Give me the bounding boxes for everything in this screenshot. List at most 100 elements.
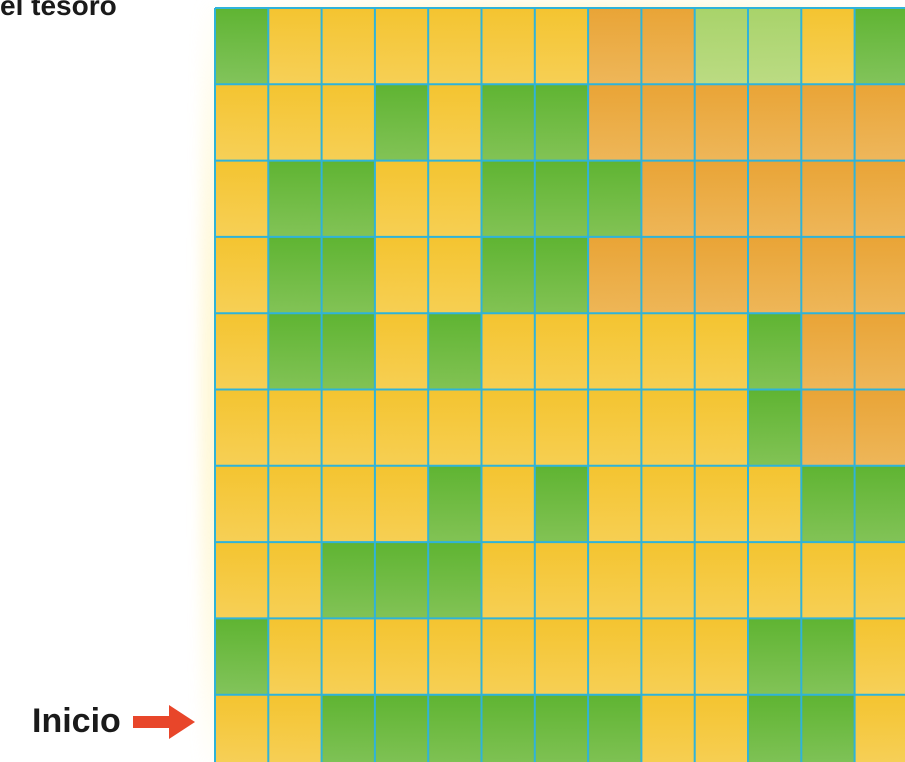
map-cell <box>854 694 905 762</box>
map-cell <box>374 160 429 237</box>
map-cell <box>268 160 322 237</box>
start-marker: Inicio <box>32 702 195 741</box>
map-cell <box>481 236 535 314</box>
map-cell <box>321 694 375 762</box>
map-cell <box>321 84 375 161</box>
map-cell <box>534 694 589 762</box>
map-cell <box>481 465 535 543</box>
map-cell <box>321 542 375 619</box>
map-cell <box>374 313 429 390</box>
map-cell <box>268 8 322 85</box>
map-cell <box>534 465 589 543</box>
map-cell <box>748 313 802 390</box>
map-cell <box>854 84 905 161</box>
map-cell <box>748 236 802 314</box>
map-cell <box>854 313 905 390</box>
map-cell <box>641 542 695 619</box>
map-cell <box>321 313 375 390</box>
map-cell <box>268 542 322 619</box>
map-cell <box>215 542 269 619</box>
map-cell <box>428 8 482 85</box>
map-cell <box>428 694 482 762</box>
map-cell <box>481 84 535 161</box>
map-cell <box>748 694 802 762</box>
map-cell <box>694 618 748 695</box>
map-cell <box>374 465 429 543</box>
map-cell <box>641 465 695 543</box>
map-cell <box>321 618 375 695</box>
map-cell <box>641 160 695 237</box>
map-cell <box>374 389 429 466</box>
map-cell <box>374 84 429 161</box>
map-cell <box>481 694 535 762</box>
map-cell <box>854 465 905 543</box>
map-cell <box>374 236 429 314</box>
map-cell <box>428 84 482 161</box>
map-cell <box>854 160 905 237</box>
map-cell <box>801 160 855 237</box>
map-cell <box>748 8 802 85</box>
map-cell <box>748 84 802 161</box>
map-cell <box>534 236 589 314</box>
map-cell <box>801 236 855 314</box>
map-cell <box>588 84 642 161</box>
map-cell <box>215 84 269 161</box>
map-cell <box>215 236 269 314</box>
map-cell <box>481 618 535 695</box>
map-cell <box>694 465 748 543</box>
map-cell <box>801 694 855 762</box>
page-title: el tesoro <box>0 0 117 21</box>
map-cell <box>694 236 748 314</box>
map-cell <box>641 8 695 85</box>
map-cell <box>588 694 642 762</box>
map-cell <box>694 84 748 161</box>
map-cell <box>748 389 802 466</box>
map-cell <box>854 8 905 85</box>
map-cell <box>694 694 748 762</box>
map-cell <box>481 160 535 237</box>
map-cell <box>481 542 535 619</box>
map-cell <box>588 8 642 85</box>
map-cell <box>694 160 748 237</box>
map-cell <box>748 160 802 237</box>
map-cell <box>215 389 269 466</box>
map-cell <box>321 236 375 314</box>
map-cell <box>374 694 429 762</box>
map-cell <box>428 618 482 695</box>
map-cell <box>801 542 855 619</box>
map-cell <box>748 618 802 695</box>
map-cell <box>428 389 482 466</box>
map-cell <box>641 236 695 314</box>
map-cell <box>215 8 269 85</box>
map-cell <box>215 313 269 390</box>
map-cell <box>481 313 535 390</box>
map-cell <box>534 313 589 390</box>
map-cell <box>854 542 905 619</box>
map-cell <box>321 8 375 85</box>
map-cell <box>588 465 642 543</box>
map-cell <box>534 84 589 161</box>
map-cell <box>428 313 482 390</box>
map-cell <box>268 236 322 314</box>
map-cell <box>694 542 748 619</box>
map-cell <box>588 542 642 619</box>
map-cell <box>534 8 589 85</box>
map-cell <box>215 618 269 695</box>
map-cell <box>588 236 642 314</box>
map-cell <box>321 160 375 237</box>
map-cell <box>748 542 802 619</box>
map-cell <box>321 465 375 543</box>
map-cell <box>215 160 269 237</box>
map-cell <box>534 160 589 237</box>
map-cell <box>268 618 322 695</box>
map-cell <box>694 389 748 466</box>
map-cell <box>428 465 482 543</box>
map-cell <box>854 618 905 695</box>
map-cell <box>694 313 748 390</box>
map-cell <box>268 465 322 543</box>
map-cell <box>641 84 695 161</box>
map-cell <box>215 465 269 543</box>
map-cell <box>801 389 855 466</box>
map-cell <box>801 465 855 543</box>
